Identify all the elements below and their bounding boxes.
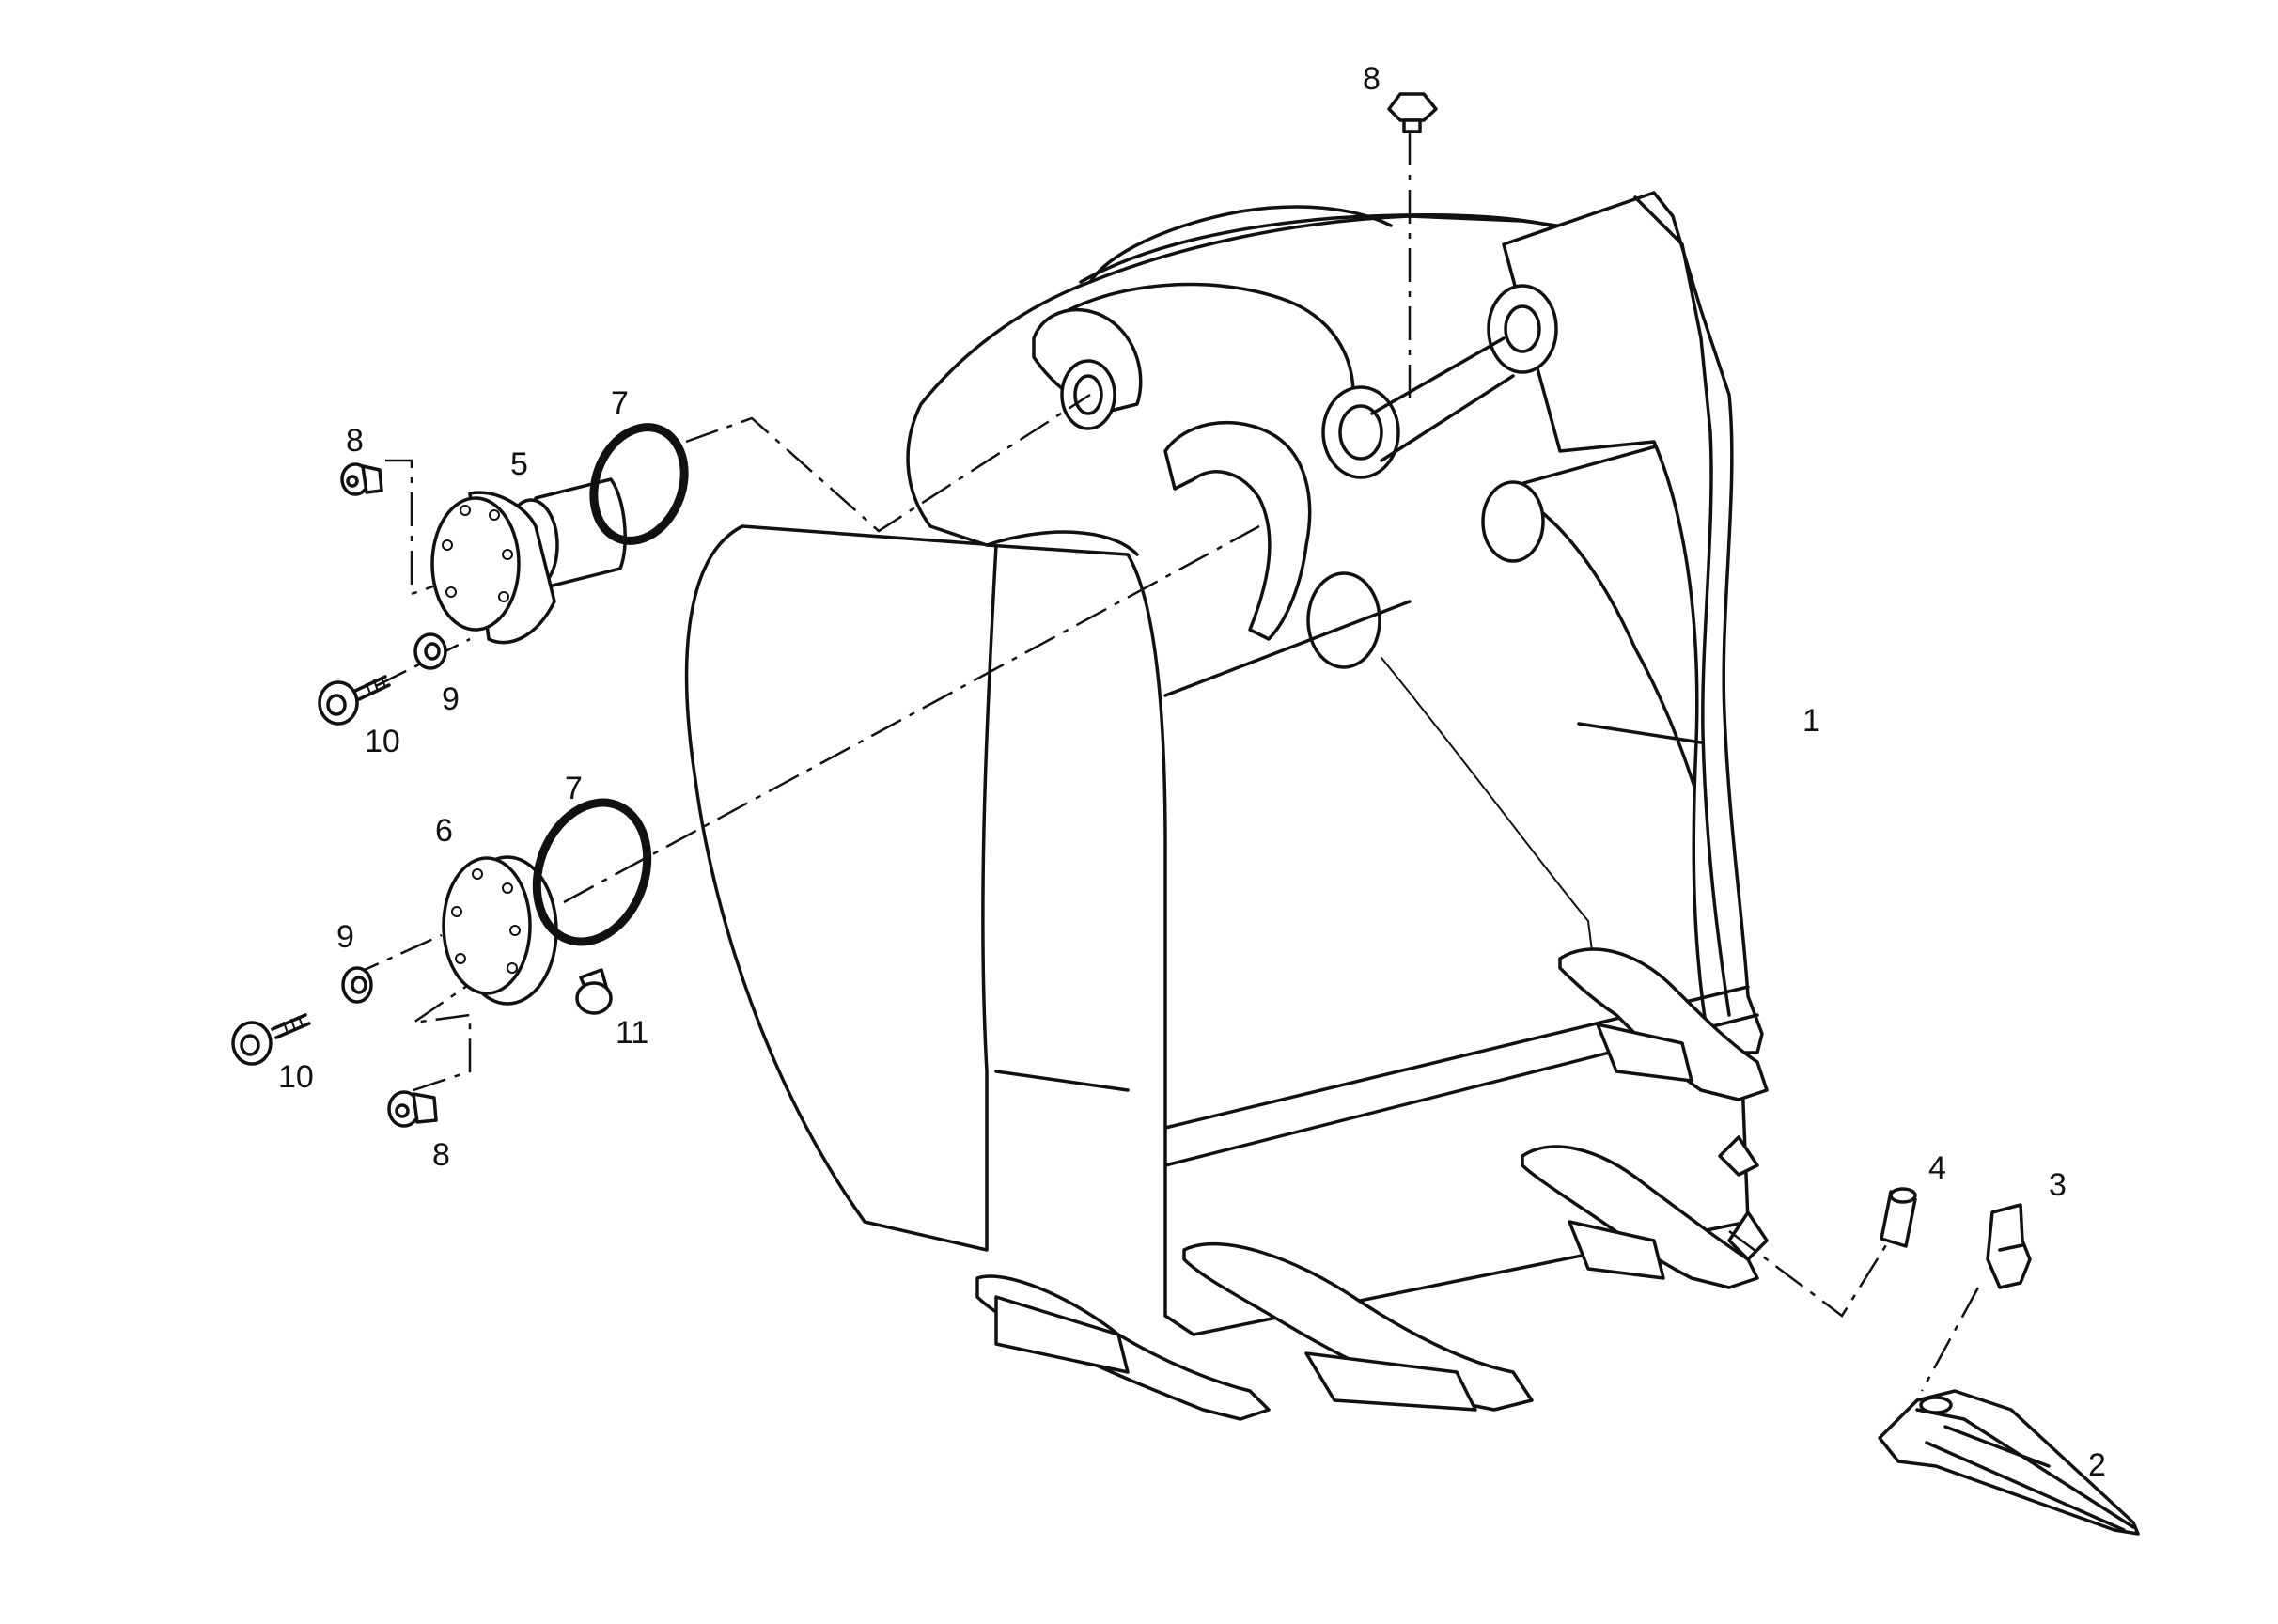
pin-part-4 [1880, 1187, 1917, 1248]
callout-8-upper-left: 8 [346, 423, 364, 459]
callout-7-lower: 7 [565, 771, 583, 806]
callout-11: 11 [616, 1015, 648, 1051]
grease-nipple-upper-left [340, 462, 383, 496]
callout-8-top: 8 [1363, 61, 1381, 97]
callout-5: 5 [510, 446, 528, 482]
callout-9-upper: 9 [442, 681, 460, 717]
cover-part-6 [442, 855, 558, 1006]
installed-teeth [975, 947, 1769, 1421]
o-ring-upper [589, 423, 689, 545]
callout-10-upper: 10 [365, 724, 400, 759]
plug-part-11 [575, 968, 613, 1015]
callout-4: 4 [1928, 1150, 1946, 1186]
callout-2: 2 [2088, 1447, 2106, 1483]
callout-9-lower: 9 [336, 919, 354, 955]
retainer-part-3 [1986, 1203, 2032, 1289]
washer-upper [413, 632, 447, 670]
callout-3: 3 [2049, 1167, 2067, 1203]
callout-6: 6 [435, 813, 453, 849]
bucket-body [684, 191, 1764, 1336]
callout-10-lower: 10 [278, 1059, 314, 1095]
callout-8-lower-left: 8 [432, 1137, 450, 1173]
washer-lower [341, 966, 373, 1004]
bolt-lower [231, 1013, 311, 1066]
o-ring-lower [532, 798, 652, 946]
tooth-part-2 [1878, 1389, 2140, 1536]
callout-1: 1 [1802, 703, 1820, 739]
bolt-upper [318, 675, 391, 726]
grease-nipple-top [1387, 92, 1438, 133]
pin-part-5 [430, 477, 627, 645]
grease-nipple-lower-left [387, 1090, 438, 1128]
callout-7-upper: 7 [611, 385, 629, 421]
